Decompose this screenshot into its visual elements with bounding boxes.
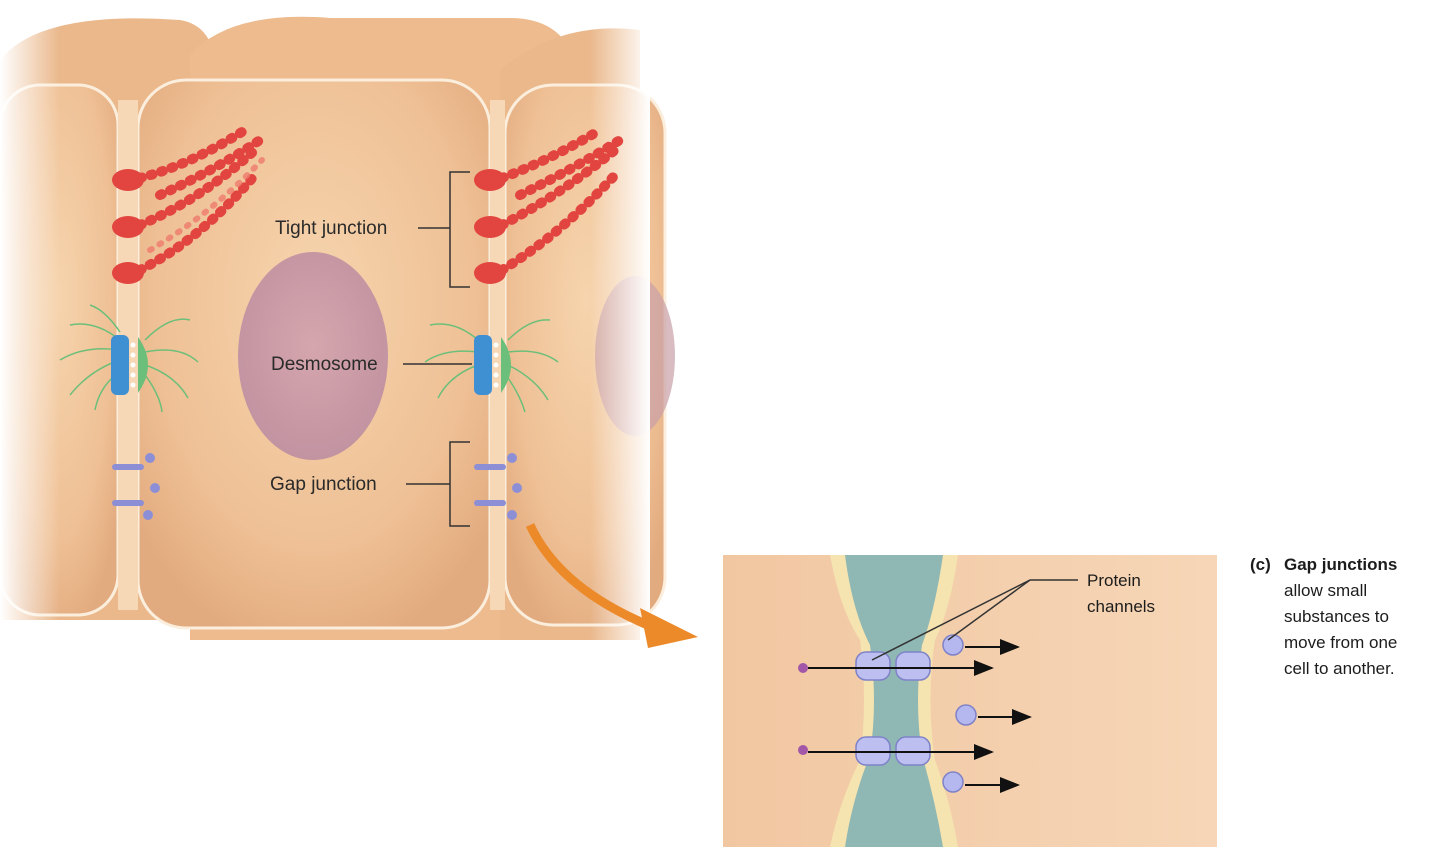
gap-junction-callout: Gap junction (270, 441, 470, 527)
desmosome-plaque-icon (424, 319, 559, 413)
protein-channels-label-line1: Protein (1087, 571, 1141, 590)
desmosome-plaque-icon (59, 304, 199, 413)
tight-junction-strands-icon (112, 125, 265, 284)
tight-junction-callout: Tight junction (275, 171, 470, 288)
cell-group (0, 0, 675, 680)
gap-junction-channels-icon (474, 453, 522, 520)
orange-zoom-arrow-icon (525, 523, 698, 648)
small-molecule-icon (798, 663, 808, 755)
tight-junction-strands-icon (474, 125, 625, 284)
gap-junction-channels-icon (112, 453, 160, 520)
desmosome-label: Desmosome (271, 354, 378, 375)
caption-line: substances to (1284, 607, 1389, 626)
caption-line: allow small (1284, 581, 1367, 600)
caption-letter: (c) (1250, 555, 1271, 574)
caption-line: cell to another. (1284, 659, 1395, 678)
caption-title: Gap junctions (1284, 555, 1397, 574)
channel-protein-clusters (942, 634, 977, 793)
protein-channels-label-line2: channels (1087, 597, 1155, 616)
gap-junction-label: Gap junction (270, 474, 377, 495)
caption-line: move from one (1284, 633, 1397, 652)
tight-junction-label: Tight junction (275, 218, 387, 239)
molecule-arrow-icon (808, 639, 1032, 793)
figure-caption: (c) Gap junctions allow small substances… (1250, 555, 1397, 678)
desmosome-callout: Desmosome (271, 354, 472, 375)
protein-channels-callout: Protein channels (871, 571, 1155, 661)
extracellular-space (845, 555, 943, 847)
gap-junction-inset: Protein channels (723, 555, 1217, 847)
nucleus (238, 252, 388, 460)
